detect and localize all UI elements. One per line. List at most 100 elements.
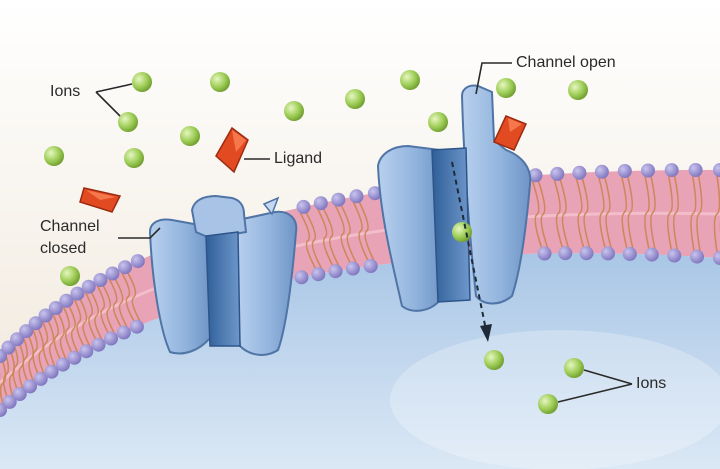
channel-open-protein: [376, 84, 532, 312]
ion-particle: [345, 89, 365, 109]
phospholipid-head: [44, 364, 59, 379]
phospholipid-head: [311, 267, 326, 282]
phospholipid-head: [617, 164, 632, 178]
phospholipid-head: [70, 286, 85, 301]
ligand-diamond-icon: [79, 187, 122, 213]
phospholipid-head: [33, 371, 48, 386]
phospholipid-head: [528, 168, 543, 183]
ion-particle: [44, 146, 64, 166]
channel-closed-label: Channel closed: [40, 218, 100, 257]
lipid-tail: [62, 306, 73, 353]
ion-particle: [124, 148, 144, 168]
leader-line: [95, 83, 133, 93]
channel-open-label: Channel open: [516, 54, 616, 71]
lipid-tail: [22, 336, 29, 381]
cytoplasm-highlight: [390, 330, 720, 469]
lipid-tail: [352, 201, 369, 261]
phospholipid-head: [537, 246, 552, 261]
lipid-tail: [108, 279, 122, 327]
ion-particle: [284, 101, 304, 121]
phospholipid-head: [622, 246, 637, 261]
lipid-tail: [18, 344, 25, 389]
phospholipid-head: [67, 350, 82, 365]
lipid-tail: [598, 177, 606, 248]
lipid-tail: [79, 299, 90, 346]
leader-line: [557, 383, 633, 403]
ligand-diamond-bound-icon: [492, 115, 528, 151]
phospholipid-head: [48, 301, 63, 315]
lipid-tail: [559, 179, 570, 248]
phospholipid-head: [10, 332, 25, 347]
lipid-tail: [713, 175, 720, 253]
lipid-tail: [690, 175, 697, 251]
ions-label-bottom: Ions: [636, 375, 667, 392]
ion-particle: [400, 70, 420, 90]
lipid-tail: [68, 306, 79, 353]
lipid-tail: [575, 178, 585, 248]
phospholipid-heads-inner: [0, 246, 720, 417]
ion-particle: [132, 72, 152, 92]
phospholipid-head: [367, 186, 382, 201]
phospholipid-head: [713, 251, 720, 265]
lipid-tail: [28, 336, 35, 381]
leader-line: [475, 62, 512, 95]
lipid-tail: [553, 179, 564, 248]
lipid-tail: [696, 175, 703, 251]
phospholipid-head: [104, 331, 118, 346]
phospholipid-head: [328, 264, 343, 279]
ion-particle: [180, 126, 200, 146]
lipid-tail: [604, 177, 612, 248]
lipid-tail: [84, 292, 97, 340]
phospholipid-head: [55, 357, 70, 372]
ion-particle: [496, 78, 516, 98]
phospholipid-head: [601, 246, 615, 261]
phospholipid-head: [79, 344, 94, 359]
lipid-tail: [537, 181, 549, 248]
phospholipid-head: [118, 260, 132, 275]
lipid-tail: [90, 292, 103, 340]
phospholipid-head: [331, 192, 346, 207]
channel-open-pore: [431, 147, 471, 303]
phospholipid-head: [690, 249, 704, 264]
lipid-tail: [627, 176, 634, 249]
phospholipid-head: [91, 337, 106, 352]
phospholipid-head: [667, 248, 682, 263]
lipid-tail: [666, 175, 673, 250]
phospholipid-head: [93, 273, 108, 287]
ion-particle: [210, 72, 230, 92]
lipid-tail: [581, 178, 591, 248]
ion-particle-in-channel: [452, 222, 472, 242]
channel-closed-binding-site: [262, 196, 280, 216]
ion-particle: [564, 358, 584, 378]
lipid-tail: [2, 353, 10, 397]
cytoplasm: [0, 253, 720, 469]
channel-closed-protein: [148, 194, 298, 356]
phospholipid-head: [294, 270, 309, 285]
lipid-tail: [37, 328, 45, 374]
ligand-diamond-icon: [215, 126, 249, 174]
ion-particle: [60, 266, 80, 286]
lipid-tails: [0, 175, 720, 405]
lipid-tail: [47, 321, 56, 366]
lipid-tail: [121, 272, 135, 322]
phospholipid-head: [363, 259, 378, 273]
leader-line: [95, 91, 121, 117]
lipid-tail: [12, 344, 19, 389]
ion-particle: [568, 80, 588, 100]
lipid-tail: [73, 299, 84, 346]
lipid-tail: [650, 176, 656, 249]
ion-particle: [428, 112, 448, 132]
arrow-down-icon: [451, 161, 492, 342]
phospholipid-head: [664, 163, 679, 178]
phospholipid-head: [19, 324, 34, 339]
phospholipid-head: [1, 340, 16, 355]
phospholipid-head: [81, 279, 96, 294]
ion-particle: [118, 112, 138, 132]
channel-closed-pore: [205, 231, 241, 347]
channel-closed-gate: [190, 194, 248, 240]
phospholipid-head: [130, 254, 145, 269]
phospholipid-head: [129, 319, 144, 334]
phospholipid-head: [579, 246, 594, 261]
leader-lines: [95, 62, 633, 403]
